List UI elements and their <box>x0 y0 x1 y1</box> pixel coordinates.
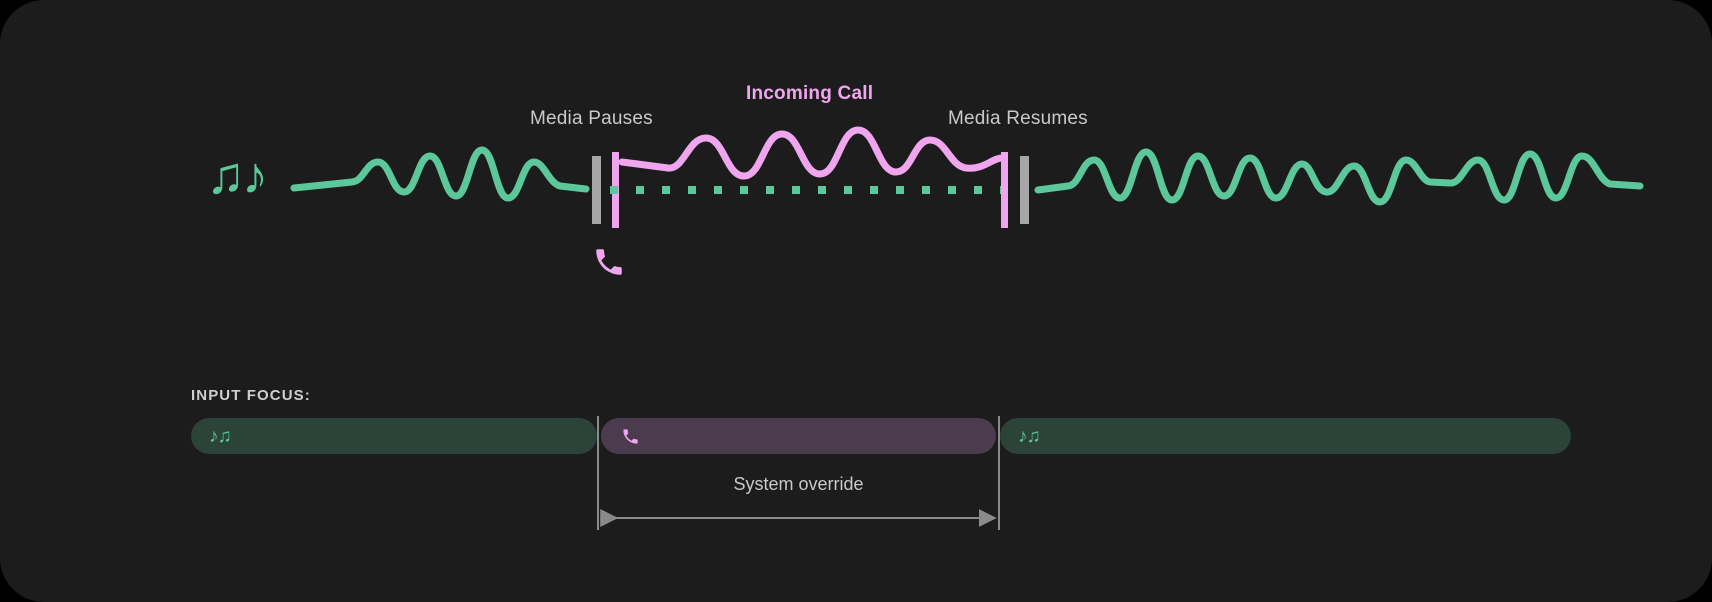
focus-bar-media-after[interactable]: ♪♫ <box>1000 418 1571 454</box>
marker-media-resumes <box>1020 156 1029 224</box>
marker-call-end <box>1001 152 1008 228</box>
audio-focus-timeline: Media Pauses Incoming Call Media Resumes… <box>206 83 1644 279</box>
input-focus-section: INPUT FOCUS: ♪♫ ♪♫ System override <box>0 330 1712 602</box>
label-incoming-call: Incoming Call <box>746 83 874 104</box>
focus-bar-media-before[interactable]: ♪♫ <box>191 418 597 454</box>
waveform-media-left <box>290 146 590 202</box>
label-media-resumes: Media Resumes <box>948 108 1088 129</box>
focus-bar-call[interactable] <box>601 418 996 454</box>
override-measure-graphic <box>597 416 1000 530</box>
waveform-graphic <box>290 126 1644 228</box>
waveform-incoming-call <box>618 126 1006 180</box>
label-media-pauses: Media Pauses <box>530 108 653 129</box>
system-override-label: System override <box>733 474 864 494</box>
music-notes-icon: ♪♫ <box>1018 425 1041 447</box>
music-notes-icon: ♫♪ <box>206 147 268 205</box>
input-focus-heading: INPUT FOCUS: <box>191 387 311 404</box>
marker-media-pauses <box>592 156 601 224</box>
muted-media-track <box>610 186 1008 194</box>
phone-icon <box>621 427 640 446</box>
music-notes-icon: ♪♫ <box>209 425 232 447</box>
phone-icon <box>592 245 626 279</box>
waveform-media-right <box>1034 148 1644 206</box>
